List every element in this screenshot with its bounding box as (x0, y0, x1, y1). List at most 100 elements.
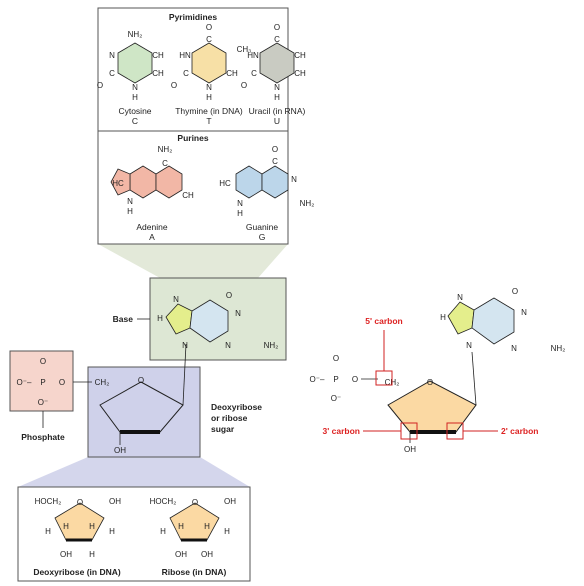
uracil-o2: O (241, 81, 247, 90)
ribose-ring (169, 502, 220, 541)
right-base-h: H (440, 313, 446, 322)
deoxyribose-oh: OH (60, 550, 72, 559)
uracil-n1: N (274, 83, 280, 92)
thymine-c2: C (183, 69, 189, 78)
base-n7: N (173, 295, 179, 304)
adenine-c6: C (162, 159, 168, 168)
guanine-letter: G (259, 232, 266, 242)
guanine-six-ring (261, 165, 289, 199)
ribose-oh-2: OH (201, 550, 213, 559)
deoxyribose-hoch2: HOCH₂ (35, 497, 62, 506)
right-sugar-o: O (427, 378, 433, 387)
purines-heading: Purines (177, 133, 208, 143)
right-phosphate-o-left: O⁻– (310, 375, 325, 384)
cytosine-o: O (97, 81, 103, 90)
cytosine-h: H (132, 93, 138, 102)
right-sugar-ring (387, 380, 477, 433)
right-phosphate-o-right: O (352, 375, 358, 384)
five-carbon-label: 5' carbon (365, 316, 402, 326)
phosphate-p: P (40, 378, 45, 387)
guanine-nh2: NH₂ (300, 199, 315, 208)
uracil-c4: C (274, 35, 280, 44)
thymine-hn: HN (179, 51, 191, 60)
guanine-h: H (237, 209, 243, 218)
deoxyribose-oh-right: OH (109, 497, 121, 506)
ribose-o: O (192, 498, 198, 507)
guanine-n9: N (237, 199, 243, 208)
sugar-label-line3: sugar (211, 424, 235, 434)
adenine-right-ring (155, 165, 183, 199)
phosphate-box (9, 350, 74, 412)
thymine-ch3: CH₃ (237, 45, 252, 54)
adenine-hc: HC (112, 179, 124, 188)
uracil-ring (259, 42, 295, 84)
right-phosphate-o-top: O (333, 354, 339, 363)
right-pyrimidine-ring (471, 297, 515, 345)
thymine-n1: N (206, 83, 212, 92)
deoxyribose-h3: H (89, 522, 95, 531)
right-imidazole-ring (447, 301, 475, 335)
right-base-n7: N (457, 293, 463, 302)
base-nh2: NH₂ (264, 341, 279, 350)
thymine-o4: O (206, 23, 212, 32)
right-phosphate-p: P (333, 375, 338, 384)
thymine-ch: CH (226, 69, 238, 78)
base-n9: N (182, 341, 188, 350)
right-base-nh2: NH₂ (551, 344, 566, 353)
cytosine-n3: N (109, 51, 115, 60)
ribose-oh-right: OH (224, 497, 236, 506)
glycosidic-bond (182, 343, 187, 406)
uracil-o4: O (274, 23, 280, 32)
ribose-h2: H (178, 522, 184, 531)
right-sugar-oh: OH (404, 445, 416, 454)
deoxyribose-h5: H (89, 550, 95, 559)
base-funnel (98, 244, 288, 278)
right-base-o: O (512, 287, 518, 296)
base-o: O (226, 291, 232, 300)
guanine-hc: HC (219, 179, 231, 188)
base-n3: N (225, 341, 231, 350)
uracil-ch5: CH (294, 51, 306, 60)
thymine-letter: T (206, 116, 211, 126)
cytosine-ch6: CH (152, 69, 164, 78)
adenine-nh2: NH₂ (158, 145, 173, 154)
right-phosphate-o-bottom: O⁻ (331, 394, 341, 403)
thymine-c4: C (206, 35, 212, 44)
sugar-label-line2: or ribose (211, 413, 248, 423)
two-carbon-label: 2' carbon (501, 426, 538, 436)
phosphate-label: Phosphate (21, 432, 65, 442)
guanine-c6: C (272, 157, 278, 166)
cytosine-letter: C (132, 116, 138, 126)
guanine-o: O (272, 145, 278, 154)
thymine-o2: O (171, 81, 177, 90)
uracil-letter: U (274, 116, 280, 126)
sugar-box (87, 366, 201, 458)
base-h: H (157, 314, 163, 323)
thymine-ring (191, 42, 227, 84)
phosphate-o-top: O (40, 357, 46, 366)
cytosine-c2: C (109, 69, 115, 78)
ribose-hoch2: HOCH₂ (150, 497, 177, 506)
sugar-ring (99, 381, 184, 433)
cytosine-nh2: NH₂ (128, 30, 143, 39)
pyrimidines-heading: Pyrimidines (169, 12, 217, 22)
base-n1: N (235, 309, 241, 318)
deoxyribose-h1: H (45, 527, 51, 536)
adenine-letter: A (149, 232, 155, 242)
cytosine-name: Cytosine (118, 106, 151, 116)
guanine-nh: N (291, 175, 297, 184)
uracil-h: H (274, 93, 280, 102)
adenine-five-ring (110, 168, 131, 196)
base-label: Base (113, 314, 134, 324)
adenine-name: Adenine (136, 222, 167, 232)
sugar-panel (17, 486, 251, 582)
sugar-funnel (18, 457, 250, 487)
deoxyribose-h2: H (63, 522, 69, 531)
adenine-n9: N (127, 197, 133, 206)
guanine-name: Guanine (246, 222, 278, 232)
right-base-n9: N (466, 341, 472, 350)
ribose-h4: H (224, 527, 230, 536)
adenine-h: H (127, 207, 133, 216)
sugar-label-line1: Deoxyribose (211, 402, 262, 412)
